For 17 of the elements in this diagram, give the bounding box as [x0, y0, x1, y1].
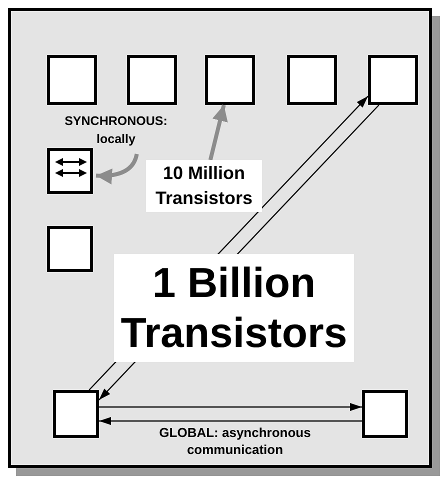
core-block [287, 55, 337, 105]
core-block [47, 148, 93, 194]
connection-arrow [99, 417, 362, 425]
pointer-arrow [208, 104, 228, 160]
chip-size-label: 1 Billion Transistors [114, 254, 354, 362]
callout-text: 10 Million Transistors [146, 160, 262, 212]
core-block [368, 55, 418, 105]
edge-label: GLOBAL: asynchronous communication [158, 424, 312, 458]
core-block [362, 390, 408, 438]
core-block [47, 55, 97, 105]
core-block [53, 390, 99, 438]
core-block [127, 55, 177, 105]
core-block [47, 226, 93, 272]
core-block [205, 55, 255, 105]
callout-text: SYNCHRONOUS: locally [64, 113, 168, 148]
connection-arrow [99, 403, 362, 411]
pointer-arrow [96, 154, 139, 184]
